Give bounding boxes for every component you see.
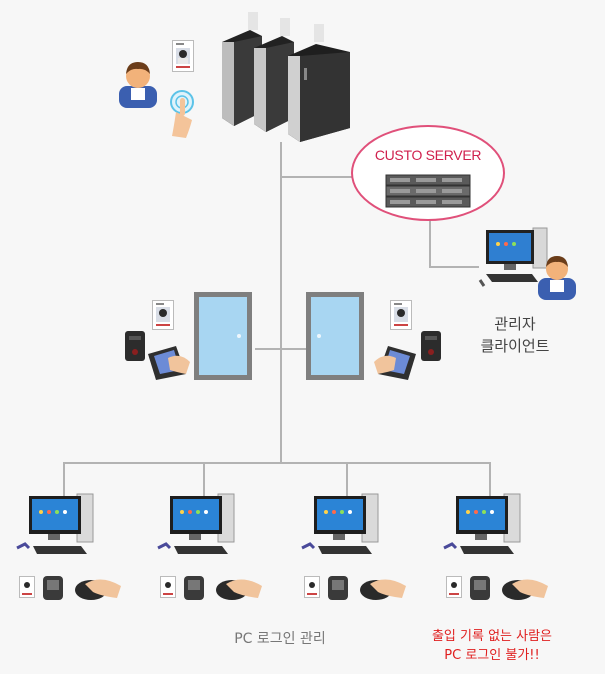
user-icon — [119, 62, 157, 108]
fingerprint-icon — [170, 90, 194, 138]
fingerprint-scanner-icon — [470, 576, 490, 600]
server-group: CUSTO SERVER — [351, 125, 505, 221]
desktop-pc-icon — [16, 493, 94, 554]
fingerprint-scanner-icon — [328, 576, 348, 600]
door-knob — [237, 334, 241, 338]
admin-branch-line — [429, 266, 479, 268]
pc-bus-line — [63, 462, 490, 464]
speed-gate-icon — [222, 12, 350, 142]
desktop-pc-icon — [157, 493, 235, 554]
id-card-icon — [390, 300, 412, 330]
pc-station-2 — [156, 492, 266, 604]
admin-desktop-pc-icon — [478, 227, 548, 287]
id-card-icon — [304, 576, 320, 598]
fingerprint-scanner-icon — [43, 576, 63, 600]
door-connector-line — [255, 348, 307, 350]
mouse-icon — [75, 579, 121, 600]
pc-station-3 — [300, 492, 410, 604]
main-trunk-line — [280, 142, 282, 464]
admin-client-label: 관리자 클라이언트 — [470, 313, 560, 357]
pc3-drop-line — [346, 462, 348, 498]
fingerprint-scanner-icon — [148, 346, 190, 380]
fingerprint-scanner-icon — [374, 346, 416, 380]
fingerprint-scanner-icon — [184, 576, 204, 600]
id-card-icon — [160, 576, 176, 598]
pc4-drop-line — [489, 462, 491, 498]
right-door — [306, 292, 364, 380]
server-label: CUSTO SERVER — [374, 147, 482, 163]
admin-label-line2: 클라이언트 — [480, 337, 550, 355]
id-card-icon — [19, 576, 35, 598]
pc-station-4 — [442, 492, 552, 604]
id-card-icon — [152, 300, 174, 330]
warning-line1: 출입 기록 없는 사람은 — [431, 629, 553, 644]
server-down-line — [429, 215, 431, 267]
id-card-icon — [172, 40, 194, 72]
card-reader-icon — [125, 331, 145, 361]
mouse-icon — [216, 579, 262, 600]
left-door — [194, 292, 252, 380]
warning-line2: PC 로그인 불가!! — [444, 648, 540, 663]
id-card-icon — [446, 576, 462, 598]
mouse-icon — [360, 579, 406, 600]
pc-login-caption: PC 로그인 관리 — [234, 631, 326, 647]
pc1-drop-line — [63, 462, 65, 498]
admin-label-line1: 관리자 — [494, 315, 536, 333]
warning-caption: 출입 기록 없는 사람은 PC 로그인 불가!! — [392, 627, 592, 665]
pc2-drop-line — [203, 462, 205, 498]
desktop-pc-icon — [443, 493, 521, 554]
server-branch-line — [281, 176, 353, 178]
desktop-pc-icon — [301, 493, 379, 554]
pc-station-1 — [15, 492, 125, 604]
mouse-icon — [502, 579, 548, 600]
server-rack-icon — [385, 174, 471, 208]
admin-user-icon — [538, 256, 576, 300]
door-knob — [317, 334, 321, 338]
card-reader-icon — [421, 331, 441, 361]
